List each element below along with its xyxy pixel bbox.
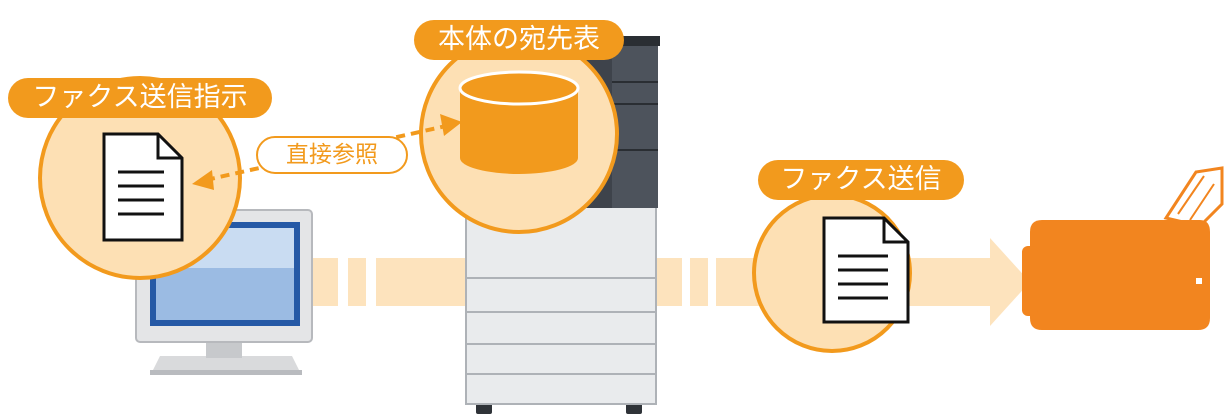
- fax-send-bubble: [752, 193, 912, 353]
- flow-arrow-head: [990, 238, 1030, 326]
- fax-machine-icon: [1022, 166, 1224, 330]
- flow-arrow-band: [312, 238, 1030, 326]
- address-book-bubble: [419, 34, 619, 234]
- document-icon: [102, 132, 184, 242]
- fax-send-label: ファクス送信: [758, 160, 964, 200]
- address-book-label: 本体の宛先表: [414, 20, 624, 60]
- database-cylinder-icon: [458, 70, 580, 174]
- document-icon: [822, 216, 910, 324]
- fax-instruction-label: ファクス送信指示: [8, 78, 272, 118]
- copier-icon: [465, 36, 660, 414]
- direct-reference-label: 直接参照: [256, 136, 408, 174]
- fax-instruction-bubble: [38, 76, 242, 280]
